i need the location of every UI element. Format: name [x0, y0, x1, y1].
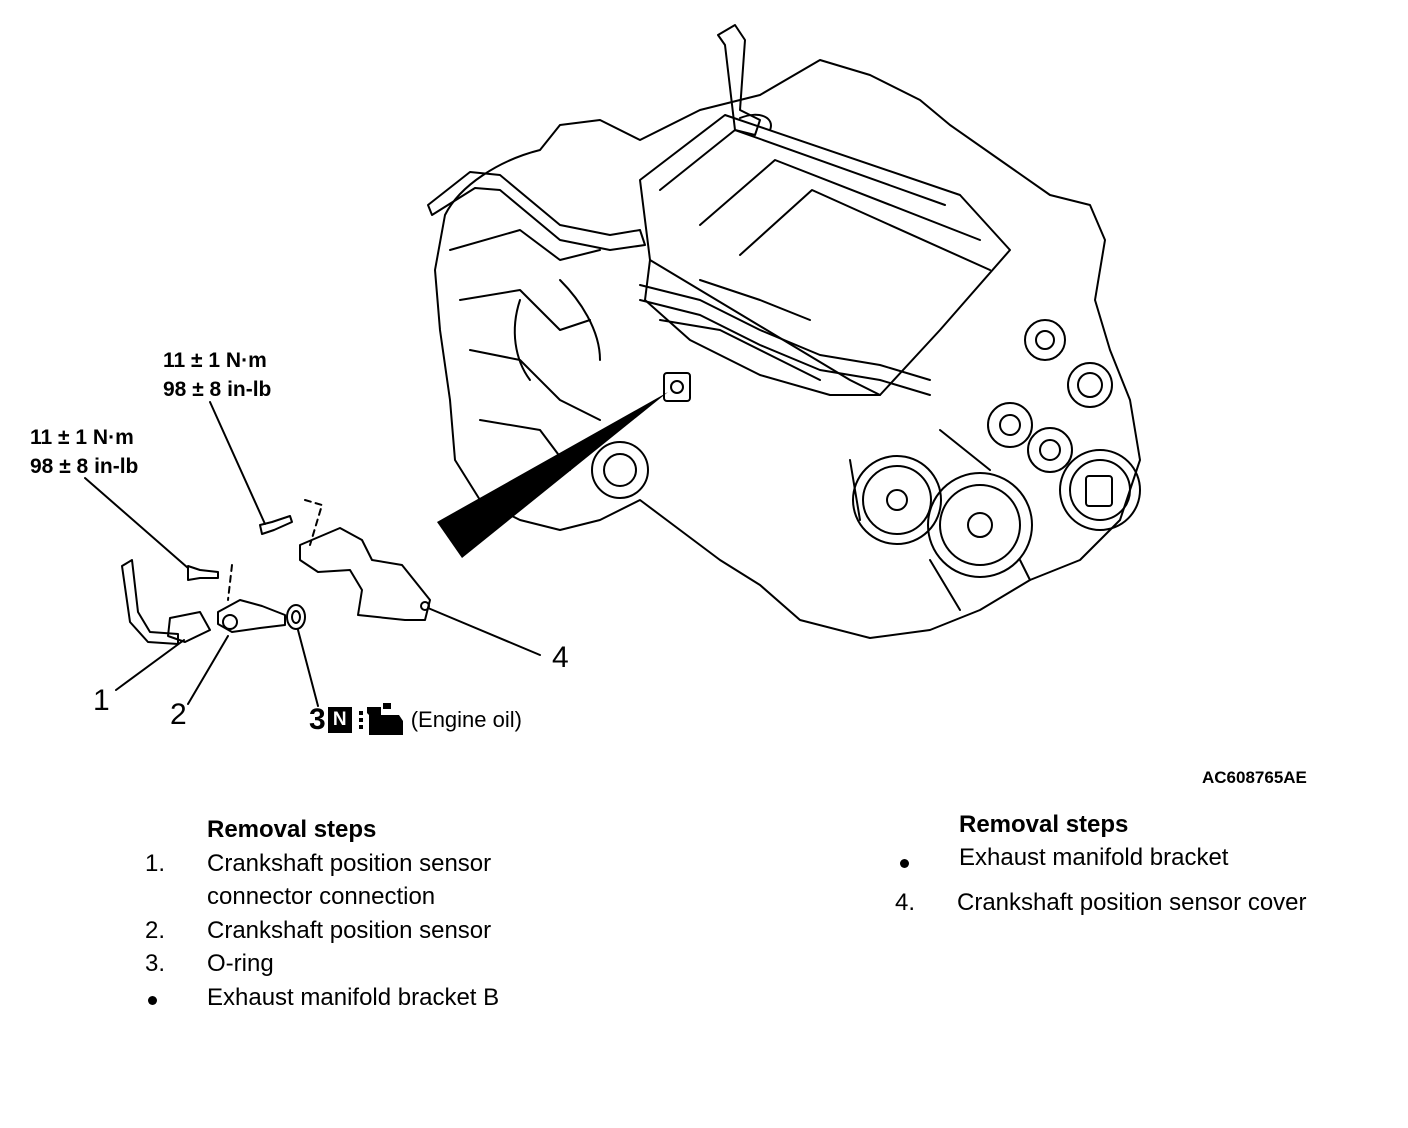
leader-torque-upper	[209, 401, 266, 525]
engine-oil-label: (Engine oil)	[410, 707, 522, 732]
pulley-small-4	[1067, 362, 1113, 408]
left-item-2-text: Crankshaft position sensor	[207, 917, 492, 944]
left-item-4-bullet	[148, 996, 157, 1005]
sensor-harness	[121, 559, 179, 645]
leader-1	[115, 639, 185, 691]
left-item-3-text: O-ring	[207, 950, 274, 977]
torque-left-inlb: 98 ± 8 in-lb	[30, 455, 139, 478]
left-item-1-marker: 1.	[145, 850, 166, 877]
sensor-cover	[299, 527, 431, 621]
engine-outline	[434, 59, 1141, 639]
sensor-location	[663, 372, 691, 402]
new-part-badge: N	[327, 707, 352, 733]
left-item-1-text: Crankshaft position sensor	[207, 850, 492, 877]
intake-pipe	[639, 284, 931, 396]
leader-torque-left	[84, 477, 189, 569]
leader-2	[187, 635, 229, 705]
right-item-1-text: Exhaust manifold bracket	[959, 844, 1229, 871]
left-item-2-marker: 2.	[145, 917, 166, 944]
torque-label-upper: 11 ± 1 N·m 98 ± 8 in-lb	[163, 346, 271, 404]
pulley-small-1	[987, 402, 1033, 448]
torque-upper-inlb: 98 ± 8 in-lb	[163, 378, 272, 401]
oring-note: 3 N (Engine oil)	[309, 703, 522, 737]
valve-cover	[639, 114, 1011, 396]
leader-4	[427, 607, 541, 656]
left-list-title: Removal steps	[207, 816, 377, 843]
connector	[167, 611, 211, 643]
torque-left-nm: 11 ± 1 N·m	[30, 426, 134, 449]
right-item-2-text: Crankshaft position sensor cover	[957, 889, 1307, 916]
callout-3: 3	[309, 703, 326, 736]
left-item-1-text-cont: connector connection	[207, 883, 436, 910]
callout-1: 1	[93, 684, 110, 717]
callout-2: 2	[170, 698, 187, 731]
pulley-small-3	[1024, 319, 1066, 361]
pulley-large-center	[927, 472, 1033, 578]
leader-3	[297, 629, 319, 707]
right-item-2-marker: 4.	[895, 889, 916, 916]
left-pipe	[427, 171, 646, 251]
pointer-wedge	[437, 392, 668, 558]
bolt-upper	[259, 515, 293, 535]
o-ring	[286, 604, 306, 630]
torque-upper-nm: 11 ± 1 N·m	[163, 349, 267, 372]
crankshaft-sensor	[217, 599, 286, 633]
top-hose	[717, 24, 761, 136]
left-item-3-marker: 3.	[145, 950, 166, 977]
bolt-left	[187, 565, 219, 581]
pulley-right	[1059, 449, 1141, 531]
left-item-4-text: Exhaust manifold bracket B	[207, 984, 500, 1011]
right-list-title: Removal steps	[959, 811, 1129, 838]
oil-can-icon	[358, 703, 403, 735]
illustration-code: AC608765AE	[1202, 768, 1307, 787]
right-item-1-bullet	[900, 859, 909, 868]
pulley-large-left	[852, 455, 942, 545]
pulley-small-2	[1027, 427, 1073, 473]
callout-4: 4	[552, 641, 569, 674]
torque-label-left: 11 ± 1 N·m 98 ± 8 in-lb	[30, 423, 138, 481]
